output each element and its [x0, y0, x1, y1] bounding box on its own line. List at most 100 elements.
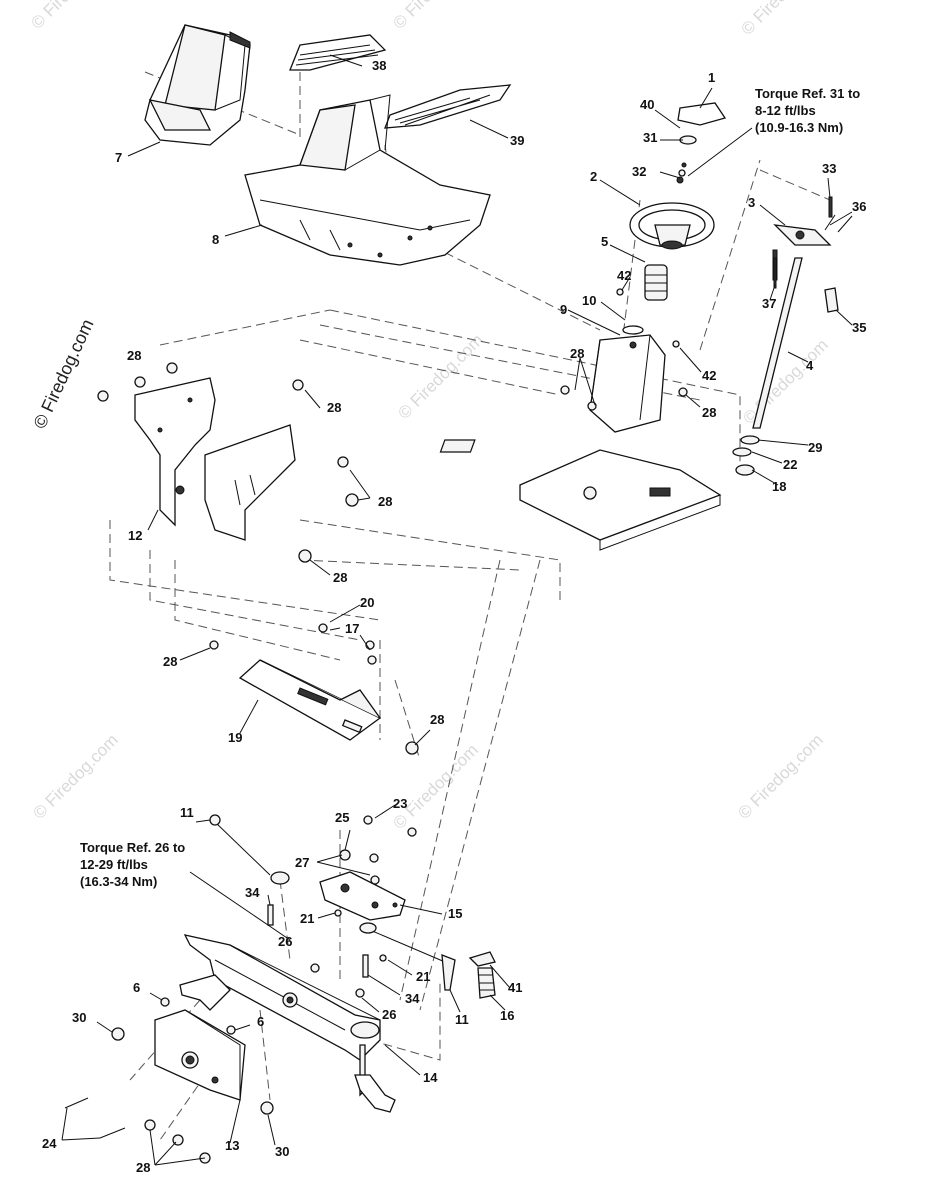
callout-27: 27: [295, 855, 309, 870]
torque-note-lower-line2: 12-29 ft/lbs: [80, 857, 148, 872]
part-steering-bushing: [622, 264, 668, 335]
callout-28-steering-right: 28: [702, 405, 716, 420]
callout-14: 14: [423, 1070, 438, 1085]
callout-30-left: 30: [72, 1010, 86, 1025]
callout-6-left: 6: [133, 980, 140, 995]
part-pin-34a: [267, 904, 274, 926]
callout-11-upper: 11: [180, 805, 194, 820]
part-steering-cap: [677, 102, 727, 145]
callout-1: 1: [708, 70, 715, 85]
callout-34-upper: 34: [245, 885, 260, 900]
callout-13: 13: [225, 1138, 239, 1153]
callout-37: 37: [762, 296, 776, 311]
callout-2: 2: [590, 169, 597, 184]
callout-18: 18: [772, 479, 786, 494]
callout-26-upper: 26: [278, 934, 292, 949]
part-foot-mat-large: [384, 84, 512, 129]
part-axle-bracket: [154, 1009, 246, 1101]
callout-19: 19: [228, 730, 242, 745]
watermark-low-center: © Firedog.com: [389, 740, 481, 832]
callout-38: 38: [372, 58, 386, 73]
part-pin-34b: [362, 954, 369, 978]
part-steering-wheel: [629, 162, 715, 250]
callout-30-right: 30: [275, 1144, 289, 1159]
part-spindles: [179, 974, 396, 1113]
callout-6-right: 6: [257, 1014, 264, 1029]
callout-28-dash-top: 28: [127, 348, 141, 363]
callout-22: 22: [783, 457, 797, 472]
torque-note-upper: Torque Ref. 31 to 8-12 ft/lbs (10.9-16.3…: [755, 86, 860, 135]
torque-note-upper-line1: Torque Ref. 31 to: [755, 86, 860, 101]
callout-33: 33: [822, 161, 836, 176]
part-bushing-35: [824, 287, 839, 313]
watermark-low-right: © Firedog.com: [734, 730, 826, 822]
part-console-cover: [144, 24, 251, 146]
callout-3: 3: [748, 195, 755, 210]
callout-29: 29: [808, 440, 822, 455]
part-foot-mat-small: [289, 34, 387, 71]
watermark-top-right: © Firedog.com: [737, 0, 829, 39]
callout-41: 41: [508, 980, 522, 995]
watermark-mid-right: © Firedog.com: [739, 335, 831, 427]
callout-40: 40: [640, 97, 654, 112]
watermark-top-center: © Firedog.com: [389, 0, 481, 33]
callout-21-upper: 21: [300, 911, 314, 926]
callout-36: 36: [852, 199, 866, 214]
part-frame-section: [439, 439, 722, 551]
callout-42a: 42: [617, 268, 631, 283]
watermark-top-left: © Firedog.com: [27, 0, 119, 33]
part-spring-16: [477, 967, 496, 999]
callout-17: 17: [345, 621, 359, 636]
assembly-guide-lines: [109, 71, 831, 1141]
torque-note-lower-line3: (16.3-34 Nm): [80, 874, 157, 889]
part-dash-support: [589, 334, 666, 433]
part-channel-plate: [238, 659, 382, 741]
part-mounting-plate: [319, 871, 406, 921]
callout-28-dash-mid: 28: [327, 400, 341, 415]
callout-4: 4: [806, 358, 814, 373]
part-fender-footrest: [244, 94, 491, 266]
part-bolts-24: [64, 1097, 126, 1139]
callout-numbers: 1 40 31 32 2 33 3 36 5 42 10 9 37 35 28 …: [42, 58, 866, 1175]
callout-25: 25: [335, 810, 349, 825]
callout-23: 23: [393, 796, 407, 811]
callout-28-dash-low: 28: [333, 570, 347, 585]
torque-note-upper-line2: 8-12 ft/lbs: [755, 103, 816, 118]
part-dash-panel: [134, 377, 296, 541]
callout-42b: 42: [702, 368, 716, 383]
callout-9: 9: [560, 302, 567, 317]
callout-34-lower: 34: [405, 991, 420, 1006]
part-shaft-washers: [732, 435, 760, 476]
callout-24: 24: [42, 1136, 57, 1151]
callout-12: 12: [128, 528, 142, 543]
callout-16: 16: [500, 1008, 514, 1023]
watermark-main: © Firedog.com: [29, 316, 97, 432]
callout-32: 32: [632, 164, 646, 179]
callout-28-channel-left: 28: [163, 654, 177, 669]
callout-31: 31: [643, 130, 657, 145]
callout-35: 35: [852, 320, 866, 335]
watermark-low-left: © Firedog.com: [29, 730, 121, 822]
callout-28-channel-right: 28: [430, 712, 444, 727]
callout-28-steering-top: 28: [570, 346, 584, 361]
callout-28-dash-right: 28: [378, 494, 392, 509]
callout-8: 8: [212, 232, 219, 247]
callout-11-lower: 11: [455, 1012, 469, 1027]
torque-note-lower: Torque Ref. 26 to 12-29 ft/lbs (16.3-34 …: [80, 840, 185, 889]
leader-lines: [61, 54, 853, 1166]
part-drag-link-upper: [209, 814, 290, 885]
callout-28-bottom: 28: [136, 1160, 150, 1175]
torque-note-upper-line3: (10.9-16.3 Nm): [755, 120, 843, 135]
callout-39: 39: [510, 133, 524, 148]
callout-20: 20: [360, 595, 374, 610]
callout-26-lower: 26: [382, 1007, 396, 1022]
callout-5: 5: [601, 234, 608, 249]
torque-note-lower-line1: Torque Ref. 26 to: [80, 840, 185, 855]
callout-10: 10: [582, 293, 596, 308]
part-steering-gear: [773, 214, 836, 246]
part-clip-41: [468, 951, 496, 967]
callout-15: 15: [448, 906, 462, 921]
callout-21-lower: 21: [416, 969, 430, 984]
callout-7: 7: [115, 150, 122, 165]
